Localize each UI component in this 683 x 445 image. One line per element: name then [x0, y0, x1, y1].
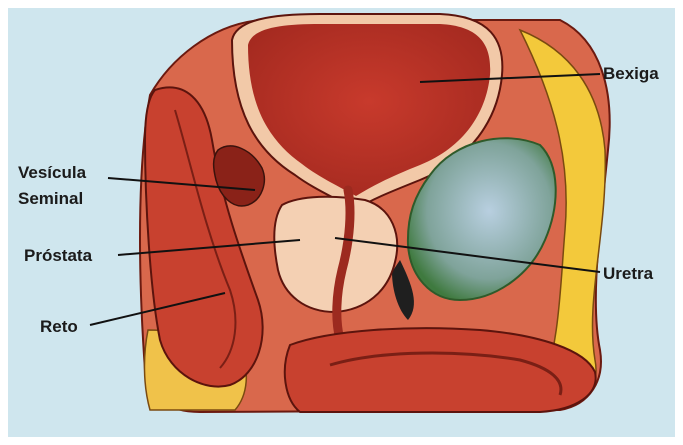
label-rectum: Reto [40, 317, 78, 336]
label-prostate: Próstata [24, 246, 93, 265]
label-urethra: Uretra [603, 264, 654, 283]
label-seminal-vesicle-line2: Seminal [18, 189, 83, 208]
label-seminal-vesicle-line1: Vesícula [18, 163, 87, 182]
label-bladder: Bexiga [603, 64, 659, 83]
